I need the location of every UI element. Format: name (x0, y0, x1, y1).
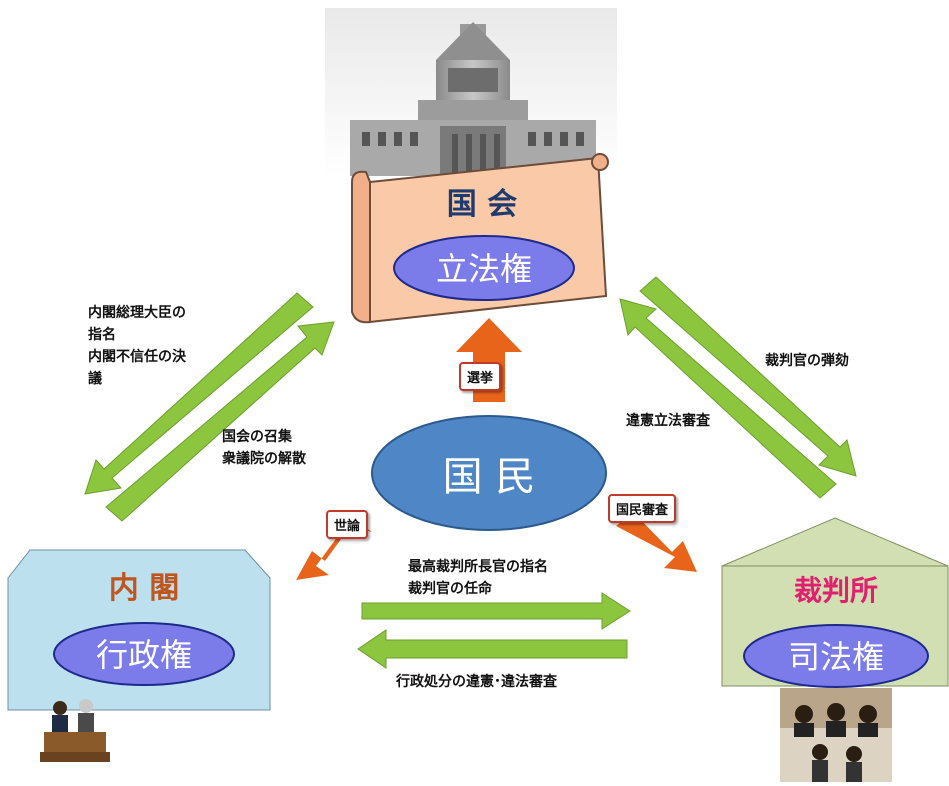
executive-power-ellipse (53, 622, 235, 686)
judicial-power-label: 司法権 (788, 638, 884, 676)
legislative-power-ellipse (393, 235, 575, 301)
people-label: 国 民 (443, 454, 536, 500)
arrow-court-to-cabinet (357, 629, 628, 669)
label-court-to-diet: 違憲立法審査 (626, 413, 710, 429)
arrow-election (456, 318, 522, 402)
legislative-power-label: 立法権 (436, 250, 532, 288)
tag-national-review: 国民審査 (608, 494, 677, 523)
tag-election: 選挙 (459, 362, 502, 391)
executive-power-label: 行政権 (96, 636, 192, 674)
court-judges-image (780, 688, 892, 782)
arrow-diet-to-cabinet (84, 292, 314, 495)
label-cabinet-to-court: 最高裁判所長官の指名 裁判官の任命 (408, 559, 548, 597)
people-ellipse (371, 415, 607, 531)
cabinet-title: 内 閣 (109, 571, 179, 606)
arrow-court-to-diet (619, 298, 837, 499)
cabinet-people-image (40, 699, 110, 762)
arrow-public-opinion (296, 520, 372, 580)
arrow-diet-to-court (639, 276, 857, 477)
diet-title: 国 会 (447, 187, 517, 222)
court-title: 裁判所 (794, 574, 878, 607)
judicial-power-ellipse (743, 624, 929, 688)
label-diet-to-cabinet: 国会の召集 衆議院の解散 (222, 429, 306, 467)
label-diet-to-court: 裁判官の弾劾 (765, 353, 849, 369)
label-court-to-cabinet: 行政処分の違憲･違法審査 (396, 674, 557, 690)
arrow-national-review (616, 512, 697, 572)
arrow-cabinet-to-court (361, 592, 631, 630)
diet-building-image (325, 8, 617, 176)
label-cabinet-to-diet: 内閣総理大臣の 指名 内閣不信任の決 議 (88, 305, 186, 387)
arrow-cabinet-to-diet (105, 321, 335, 522)
tag-public-opinion: 世論 (326, 510, 369, 539)
